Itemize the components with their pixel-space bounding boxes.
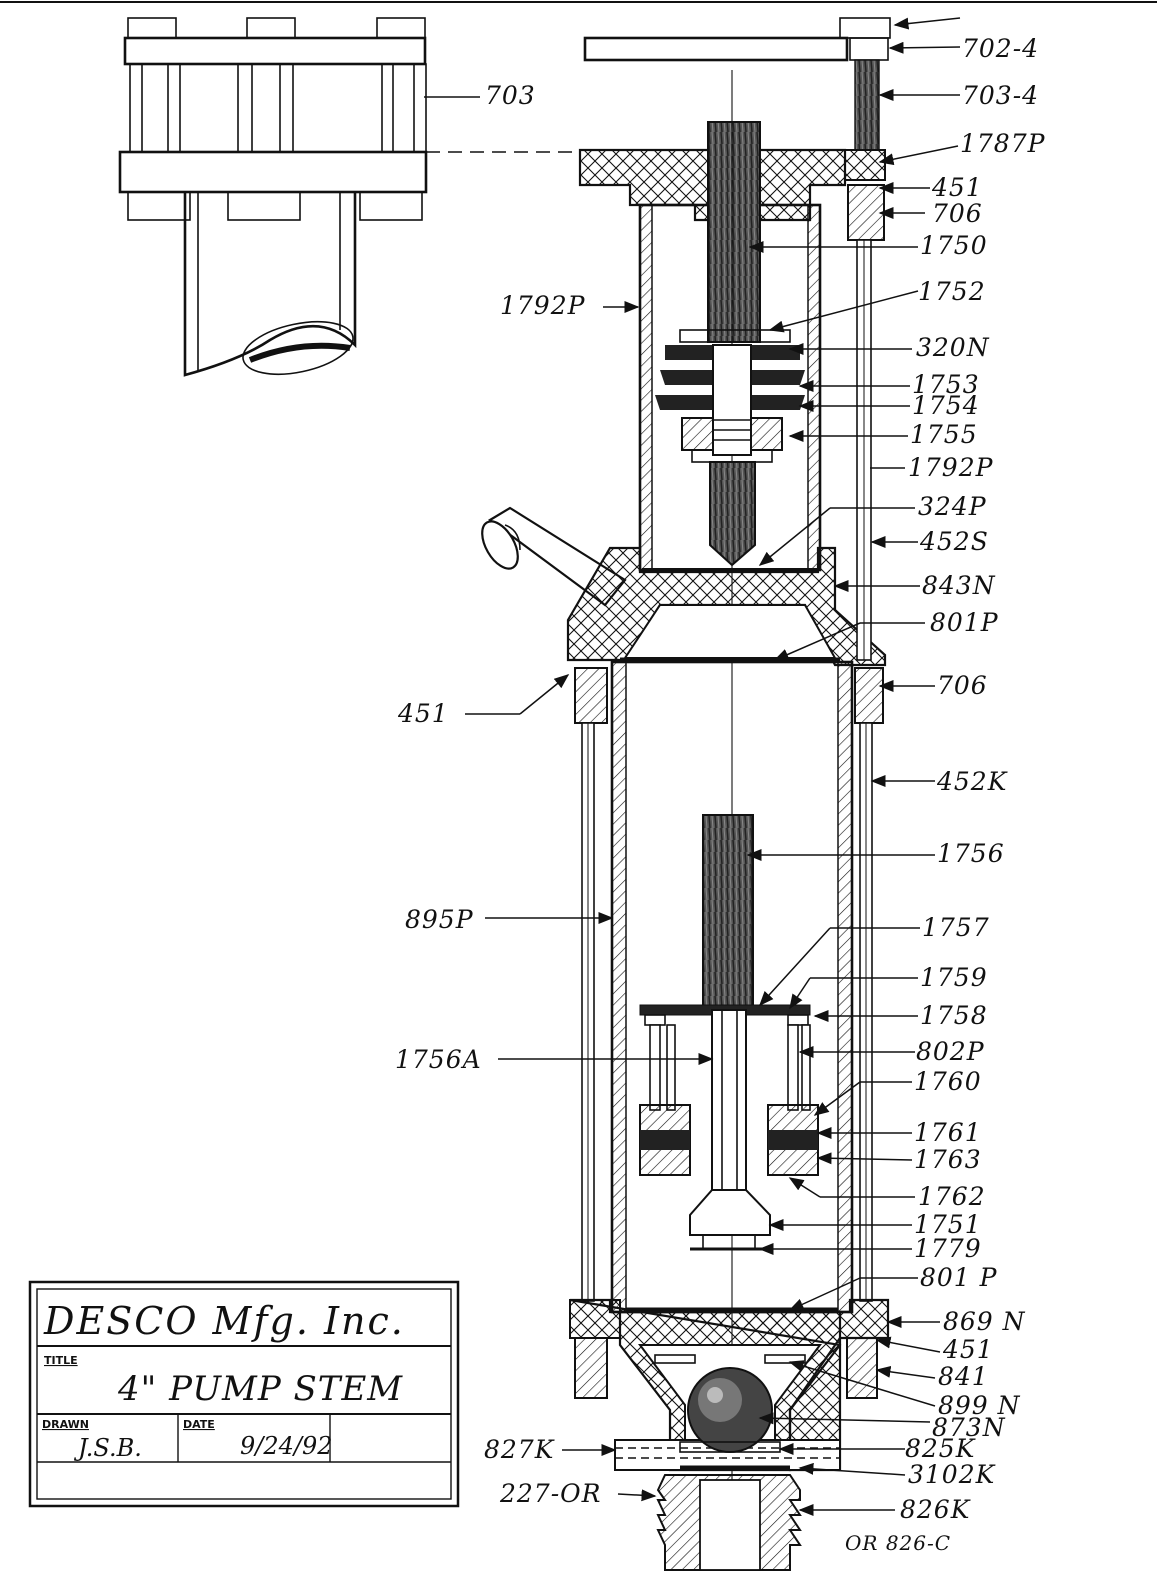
label-1760: 1760 <box>914 1067 982 1096</box>
label-1751: 1751 <box>914 1210 982 1239</box>
title-block: DESCO Mfg. Inc. TITLE 4" PUMP STEM DRAWN… <box>28 1280 460 1508</box>
title-label: TITLE <box>44 1354 78 1367</box>
label-452s: 452S <box>919 527 989 556</box>
label-895p: 895P <box>405 905 474 934</box>
label-451-bottom: 451 <box>942 1335 994 1364</box>
label-320n: 320N <box>916 333 990 362</box>
label-826k: 826K <box>900 1495 971 1524</box>
part-labels: 702-4 703 703-4 1787P 451 706 1750 1752 … <box>395 34 1046 1555</box>
label-1755: 1755 <box>910 420 978 449</box>
label-827k: 827K <box>484 1435 555 1464</box>
label-1763: 1763 <box>914 1145 982 1174</box>
label-702-4: 702-4 <box>962 34 1039 63</box>
label-1759: 1759 <box>920 963 988 992</box>
label-1750: 1750 <box>920 231 988 260</box>
label-869n: 869 N <box>943 1307 1026 1336</box>
label-843n: 843N <box>922 571 996 600</box>
label-1757: 1757 <box>922 913 990 942</box>
label-324p: 324P <box>918 492 987 521</box>
label-801p-bottom: 801 P <box>920 1263 998 1292</box>
label-825k: 825K <box>905 1434 976 1463</box>
label-1753: 1753 <box>912 370 980 399</box>
label-1787p: 1787P <box>960 129 1046 158</box>
pump-stem-assembly <box>481 17 891 1571</box>
label-451-top: 451 <box>931 173 983 202</box>
label-1792p-left: 1792P <box>500 291 586 320</box>
label-1762: 1762 <box>918 1182 986 1211</box>
label-451-left: 451 <box>397 699 449 728</box>
company-name: DESCO Mfg. Inc. <box>43 1299 405 1343</box>
label-703-4: 703-4 <box>962 81 1039 110</box>
date-value: 9/24/92 <box>240 1432 333 1460</box>
label-3102k: 3102K <box>908 1460 996 1489</box>
label-841: 841 <box>938 1362 989 1391</box>
label-1761: 1761 <box>914 1118 982 1147</box>
label-899n: 899 N <box>938 1391 1021 1420</box>
detail-view <box>118 17 580 377</box>
label-1792p-right: 1792P <box>908 453 994 482</box>
label-706-lower: 706 <box>937 671 988 700</box>
label-801p-top: 801P <box>930 608 999 637</box>
label-1779: 1779 <box>914 1234 982 1263</box>
drawn-label: DRAWN <box>42 1418 89 1431</box>
label-703: 703 <box>485 81 536 110</box>
drawn-value: J.S.B. <box>73 1434 142 1462</box>
label-873n: 873N <box>932 1413 1006 1442</box>
label-1756: 1756 <box>937 839 1005 868</box>
label-706-top: 706 <box>932 199 983 228</box>
label-826-c: OR 826-C <box>845 1531 951 1555</box>
label-227-or: 227-OR <box>499 1479 601 1508</box>
date-label: DATE <box>183 1418 215 1431</box>
label-1752: 1752 <box>918 277 986 306</box>
drawing-title: 4" PUMP STEM <box>117 1369 403 1409</box>
leader-lines <box>424 17 961 1516</box>
label-1754: 1754 <box>912 391 980 420</box>
label-802p: 802P <box>916 1037 985 1066</box>
label-1756a: 1756A <box>395 1045 482 1074</box>
label-1758: 1758 <box>920 1001 988 1030</box>
label-452k: 452K <box>936 767 1008 796</box>
